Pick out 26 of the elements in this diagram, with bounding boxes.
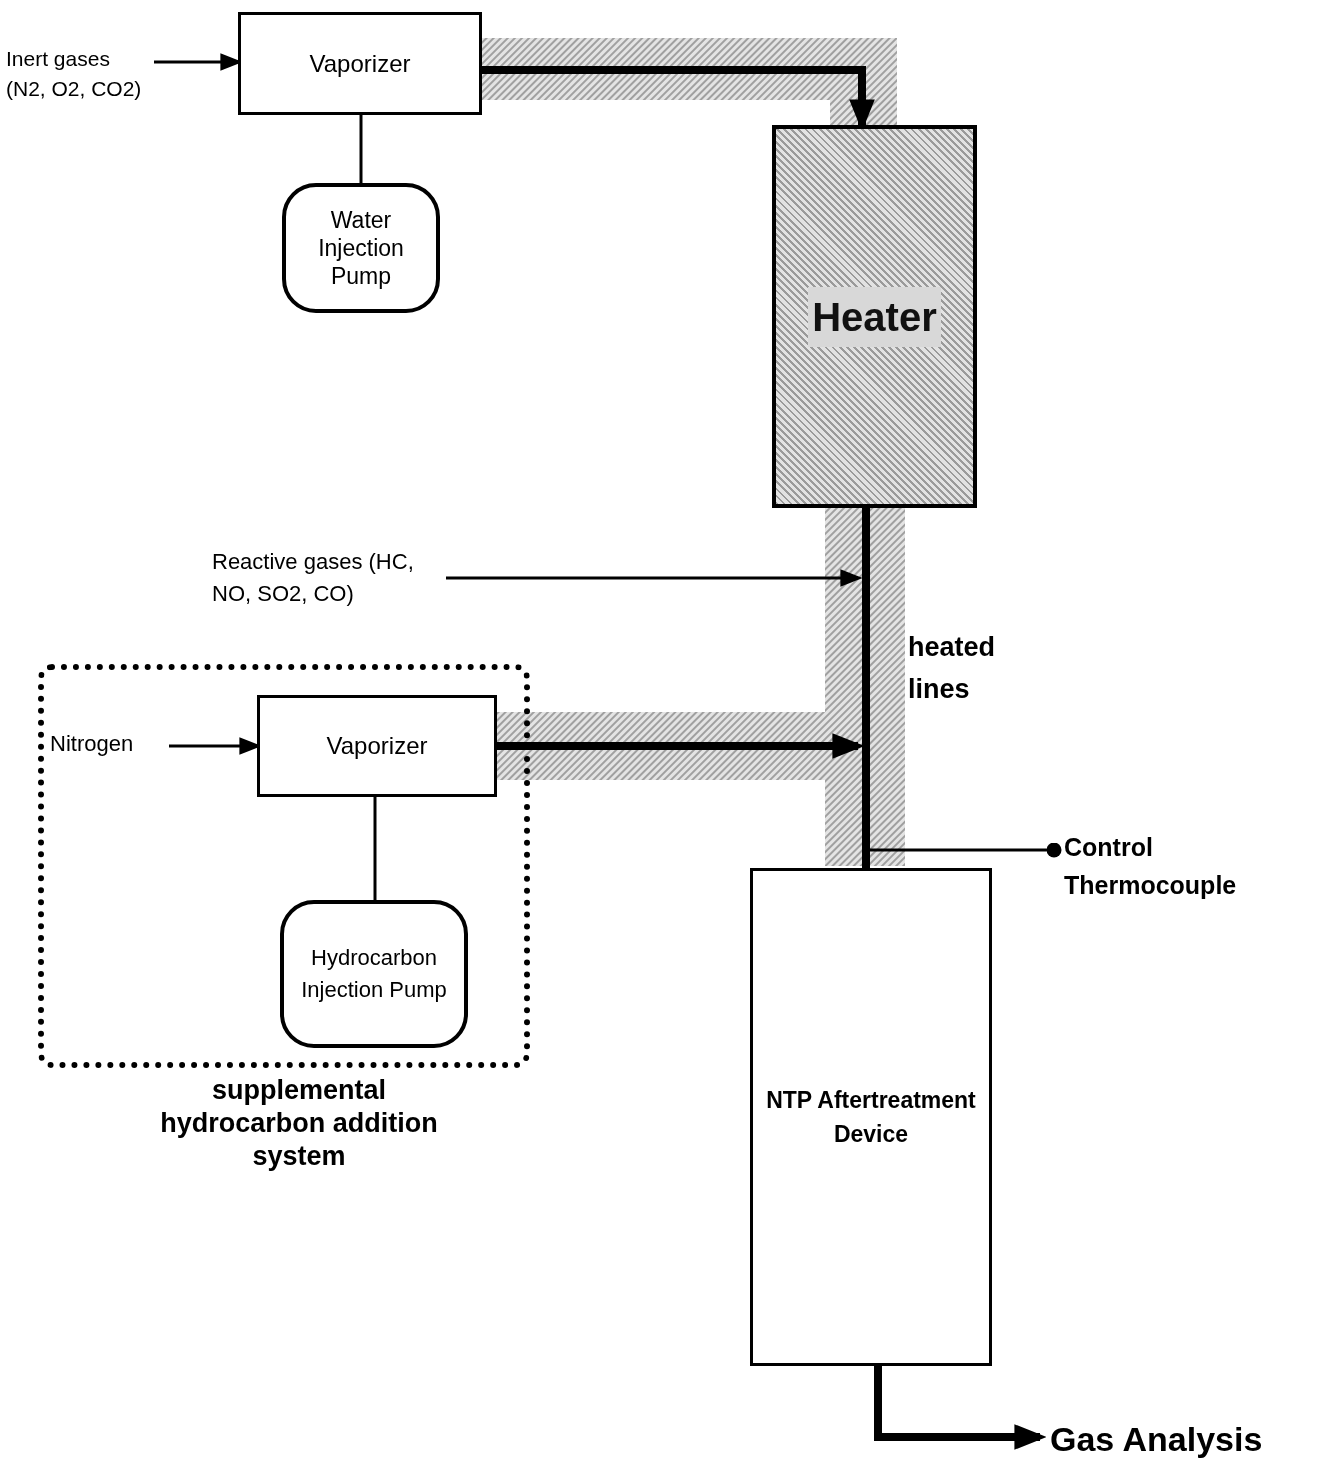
connector-line	[359, 115, 363, 183]
node-text: Gas Analysis	[1050, 1420, 1263, 1458]
group-heading: supplemental hydrocarbon addition system	[159, 1074, 439, 1173]
connector-line	[862, 508, 870, 868]
pump-box	[282, 183, 440, 313]
connector-line	[446, 569, 862, 587]
node-text: NTP Aftertreatment Device	[765, 1086, 977, 1149]
node-text: Control Thermocouple	[1064, 833, 1237, 899]
heater-box	[772, 125, 977, 508]
node-text: Nitrogen	[50, 731, 134, 756]
pipe-label: heated lines	[908, 631, 997, 706]
pump-box	[280, 900, 468, 1048]
connector-line	[373, 797, 377, 900]
node-text: Inert gases (N2, O2, CO2)	[6, 47, 142, 100]
device-box	[750, 868, 992, 1366]
node-text: Hydrocarbon Injection Pump	[300, 944, 448, 1004]
node-text: Heater	[808, 286, 941, 347]
connector-line	[874, 1366, 1046, 1450]
node-text: Water Injection Pump	[317, 206, 405, 290]
node-text: Vaporizer	[309, 48, 411, 79]
vaporizer-box	[238, 12, 482, 115]
connector-line	[870, 842, 1062, 858]
connector-line	[497, 733, 864, 759]
node-text: Vaporizer	[326, 731, 428, 761]
node-text: Reactive gases (HC, NO, SO2, CO)	[212, 549, 414, 606]
vaporizer-box	[257, 695, 497, 797]
